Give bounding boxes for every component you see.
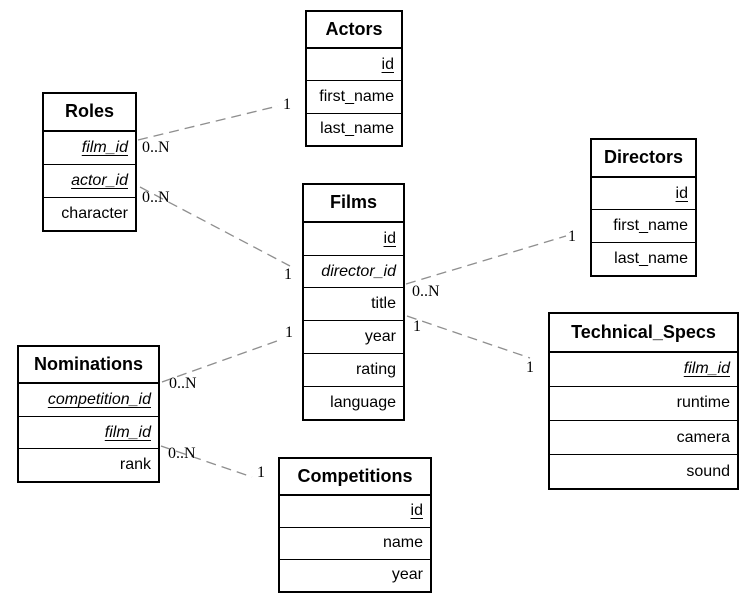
edge-films-directors — [405, 235, 567, 285]
entity-directors: Directors id first_name last_name — [590, 138, 697, 277]
cardinality-nominations-films-near-films: 1 — [285, 324, 293, 341]
edge-films-technical-specs — [406, 315, 531, 359]
entity-films-title: Films — [304, 185, 403, 223]
column-films-title: title — [304, 287, 403, 320]
column-roles-character: character — [44, 196, 135, 230]
cardinality-films-directors-near-films: 0..N — [412, 283, 440, 300]
entity-competitions: Competitions id name year — [278, 457, 432, 593]
column-nominations-competition-id: competition_id — [47, 391, 151, 409]
cardinality-roles-films-near-roles: 0..N — [142, 189, 170, 206]
column-films-director-id: director_id — [304, 254, 403, 288]
entity-nominations-title: Nominations — [19, 347, 158, 385]
entity-actors: Actors id first_name last_name — [305, 10, 403, 147]
column-actors-id: id — [381, 55, 394, 73]
entity-technical-specs: Technical_Specs film_id runtime camera s… — [548, 312, 739, 490]
column-technical-specs-runtime: runtime — [550, 385, 737, 420]
entity-technical-specs-title: Technical_Specs — [550, 314, 737, 353]
cardinality-films-directors-near-directors: 1 — [568, 228, 576, 245]
cardinality-roles-films-near-films: 1 — [284, 266, 292, 283]
column-directors-id: id — [675, 184, 688, 202]
column-competitions-id: id — [410, 502, 423, 520]
column-directors-first-name: first_name — [592, 209, 695, 242]
column-roles-actor-id: actor_id — [44, 163, 135, 197]
cardinality-nominations-competitions-near-nominations: 0..N — [168, 445, 196, 462]
column-directors-last-name: last_name — [592, 242, 695, 275]
cardinality-roles-actors-near-roles: 0..N — [142, 139, 170, 156]
cardinality-nominations-competitions-near-competitions: 1 — [257, 464, 265, 481]
entity-actors-title: Actors — [307, 12, 401, 50]
cardinality-films-technical-specs-near-specs: 1 — [526, 359, 534, 376]
column-films-language: language — [304, 386, 403, 419]
entity-films: Films id director_id title year rating l… — [302, 183, 405, 421]
column-roles-film-id: film_id — [81, 138, 128, 156]
entity-directors-title: Directors — [592, 140, 695, 178]
column-nominations-rank: rank — [19, 448, 158, 481]
entity-nominations: Nominations competition_id film_id rank — [17, 345, 160, 483]
column-actors-last-name: last_name — [307, 112, 401, 145]
column-films-rating: rating — [304, 353, 403, 386]
column-competitions-name: name — [280, 526, 430, 559]
column-nominations-film-id: film_id — [19, 415, 158, 449]
column-technical-specs-film-id: film_id — [683, 360, 730, 378]
entity-competitions-title: Competitions — [280, 459, 430, 496]
cardinality-films-technical-specs-near-films: 1 — [413, 318, 421, 335]
cardinality-nominations-films-near-nominations: 0..N — [169, 375, 197, 392]
entity-roles-title: Roles — [44, 94, 135, 132]
column-films-id: id — [383, 229, 396, 247]
entity-roles: Roles film_id actor_id character — [42, 92, 137, 232]
column-competitions-year: year — [280, 558, 430, 591]
cardinality-roles-actors-near-actors: 1 — [283, 96, 291, 113]
edge-roles-actors — [137, 105, 279, 141]
column-actors-first-name: first_name — [307, 80, 401, 112]
column-technical-specs-camera: camera — [550, 420, 737, 454]
column-films-year: year — [304, 320, 403, 353]
column-technical-specs-sound: sound — [550, 454, 737, 488]
